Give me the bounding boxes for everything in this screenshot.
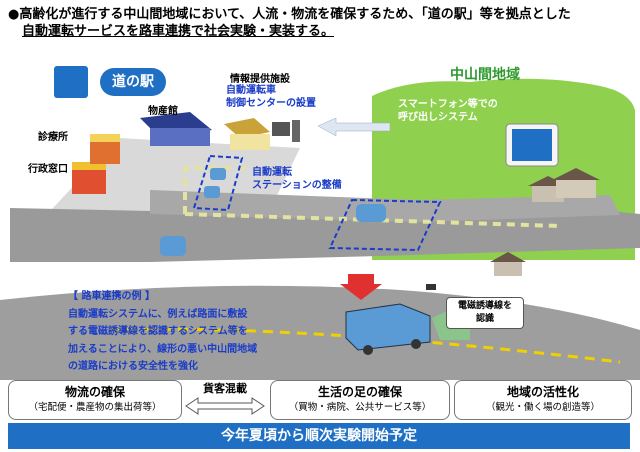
lower-lane — [109, 327, 621, 364]
label-info-facility: 情報提供施設 — [230, 74, 290, 85]
scene-illustration — [0, 78, 640, 380]
induction-line-1: 電磁誘導線を — [457, 301, 512, 311]
box-daily-transport-title: 生活の足の確保 — [317, 385, 402, 399]
box-daily-transport-sub: （買物・病院、公共サービス等） — [288, 402, 432, 413]
station-name-badge: 道の駅 — [100, 68, 166, 96]
house-3 — [490, 252, 526, 276]
label-admin: 行政窓口 — [28, 164, 68, 175]
vehicle-road-2 — [160, 236, 186, 256]
road-dashed-box — [328, 198, 442, 252]
schedule-banner: 今年夏頃から順次実験開始予定 — [8, 423, 630, 449]
building-clinic — [90, 134, 120, 164]
box-revitalization-title: 地域の活性化 — [506, 385, 579, 399]
mixed-transport-label: 貨客混載 — [203, 382, 247, 395]
box-revitalization: 地域の活性化 （観光・働く場の創造等） — [454, 380, 632, 420]
box-logistics-title: 物流の確保 — [64, 385, 125, 399]
vehicle-parking-2 — [204, 186, 220, 198]
label-control-center: 自動運転車 制御センターの設置 — [226, 84, 316, 110]
header-line-2: 自動運転サービスを路車連携で社会実験・実装する。 — [22, 24, 335, 39]
example-line-3: 加えることにより、線形の悪い中山間地域 — [68, 343, 258, 355]
mixed-transport: 貨客混載 — [184, 380, 266, 418]
box-revitalization-sub: （観光・働く場の創造等） — [485, 402, 600, 413]
auto-station-line-2: ステーションの整備 — [252, 180, 342, 191]
building-info — [224, 118, 270, 150]
box-daily-transport: 生活の足の確保 （買物・病院、公共サービス等） — [270, 380, 450, 420]
label-auto-station: 自動運転 ステーションの整備 — [252, 166, 342, 192]
vehicle-parking-1 — [210, 168, 226, 180]
computer-icon — [272, 120, 300, 142]
region-label: 中山間地域 — [450, 67, 520, 83]
satellite-icon — [426, 284, 436, 290]
call-arrow — [317, 117, 391, 137]
double-arrow-icon — [185, 397, 265, 415]
example-line-2: する電磁誘導線を認識するシステム等を — [68, 326, 248, 337]
building-shop — [140, 112, 212, 146]
example-text: 【 路車連携の例 】 自動運転システムに、例えば路面に敷設 する電磁誘導線を認識… — [68, 288, 257, 376]
building-admin — [72, 162, 106, 194]
house-2 — [552, 168, 600, 198]
induction-callout: 電磁誘導線を 認識 — [446, 297, 524, 329]
box-logistics: 物流の確保 （宅配便・農産物の集出荷等） — [8, 380, 182, 420]
control-center-line-2: 制御センターの設置 — [226, 98, 316, 109]
example-line-1: 自動運転システムに、例えば路面に敷設 — [68, 308, 248, 320]
auto-station-line-1: 自動運転 — [252, 167, 292, 178]
bus-illustration — [345, 303, 431, 355]
smartphone-line-2: 呼び出しシステム — [398, 112, 478, 123]
label-smartphone-system: スマートフォン等での 呼び出しシステム — [398, 98, 498, 124]
down-arrow — [340, 274, 382, 300]
example-title: 【 路車連携の例 】 — [68, 291, 155, 302]
induction-line-2: 認識 — [475, 314, 494, 324]
header: ●高齢化が進行する中山間地域において、人流・物流を確保するため、「道の駅」等を拠… — [8, 6, 628, 40]
control-center-line-1: 自動運転車 — [226, 85, 276, 96]
lane-marking-loop — [183, 166, 250, 214]
example-line-4: の道路における安全性を強化 — [68, 361, 198, 372]
label-clinic: 診療所 — [38, 132, 68, 143]
vehicle-road-1 — [356, 204, 386, 222]
box-logistics-sub: （宅配便・農産物の集出荷等） — [28, 402, 162, 413]
station-logo-icon — [54, 66, 88, 98]
station-dashed-box — [192, 154, 244, 212]
label-shop: 物産館 — [148, 106, 178, 117]
tablet-icon — [505, 123, 559, 167]
header-line-1: ●高齢化が進行する中山間地域において、人流・物流を確保するため、「道の駅」等を拠… — [8, 7, 571, 22]
smartphone-line-1: スマートフォン等での — [398, 99, 498, 110]
